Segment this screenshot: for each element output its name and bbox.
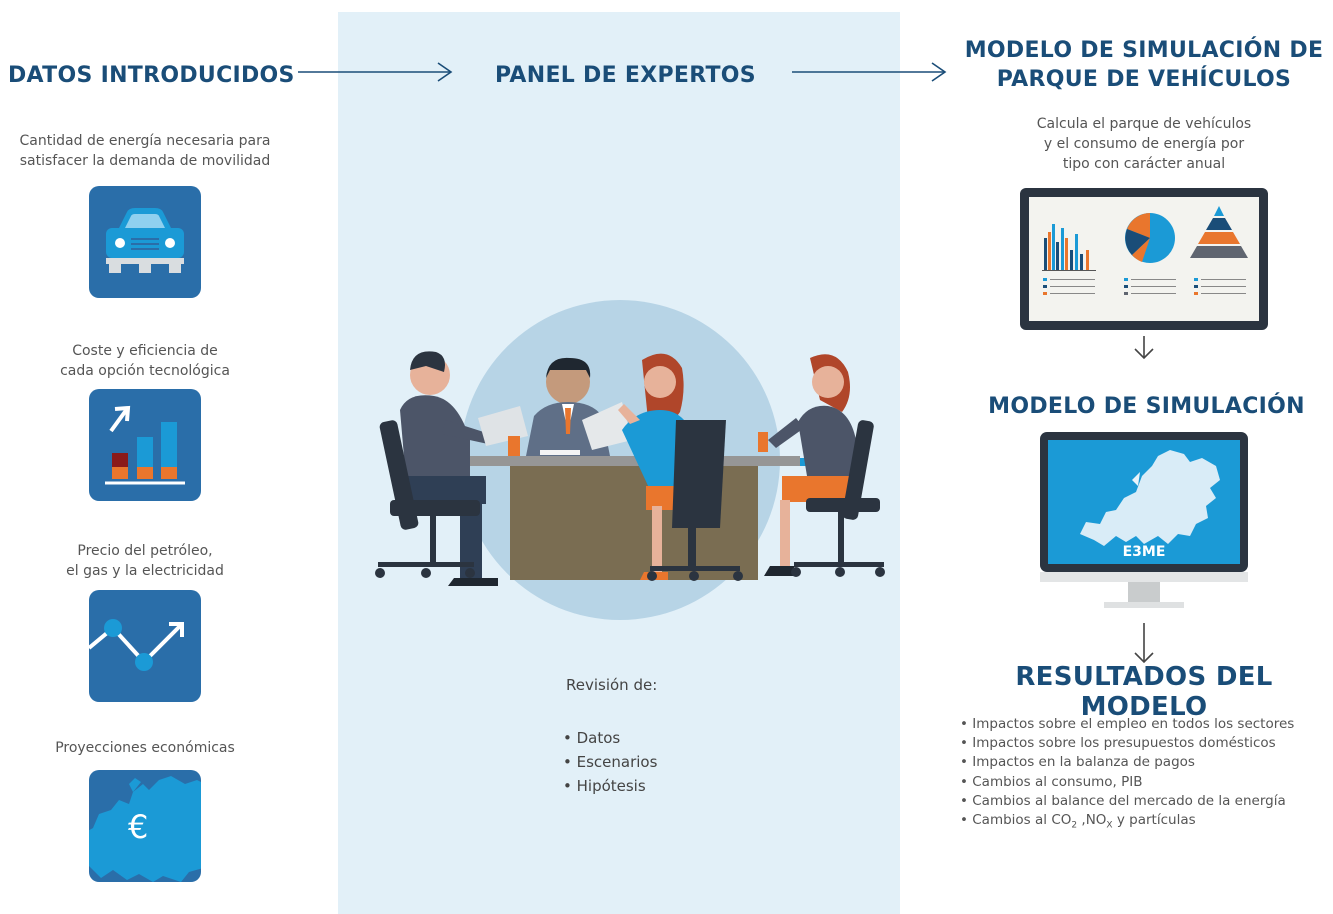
result-text: y partículas	[1112, 812, 1196, 829]
desc-line: y el consumo de energía por	[1043, 136, 1245, 152]
results-list: • Impactos sobre el empleo en todos los …	[960, 715, 1294, 836]
europe-euro-icon: €	[89, 770, 201, 882]
e3me-label: E3ME	[1122, 544, 1166, 560]
desc-line: satisfacer la demanda de movilidad	[19, 153, 271, 169]
subscript: 2	[1071, 820, 1078, 831]
bar-chart-icon	[89, 389, 201, 501]
desc-line: tipo con carácter anual	[1062, 156, 1226, 172]
desc-line: cada opción tecnológica	[60, 363, 230, 379]
expert-meeting-illustration	[375, 300, 885, 620]
input-item-energy-prices: Precio del petróleo, el gas y la electri…	[0, 541, 290, 581]
desc-line: Coste y eficiencia de	[72, 343, 218, 359]
result-item: • Impactos sobre el empleo en todos los …	[960, 716, 1295, 732]
review-title: Revisión de:	[566, 676, 658, 694]
result-item: • Cambios al balance del mercado de la e…	[960, 792, 1286, 809]
arrow-right-icon	[298, 62, 453, 82]
review-item: • Escenarios	[563, 753, 658, 771]
euro-symbol: €	[128, 808, 149, 846]
table-top	[470, 456, 800, 466]
desc-line: el gas y la electricidad	[66, 563, 224, 579]
result-text: • Cambios al CO	[960, 812, 1072, 829]
arrow-down-icon	[1134, 336, 1154, 360]
desc-line: Precio del petróleo,	[77, 543, 213, 559]
result-text: ,NO	[1077, 812, 1107, 829]
arrow-right-icon	[792, 62, 947, 82]
input-item-cost-efficiency: Coste y eficiencia de cada opción tecnol…	[0, 341, 290, 381]
result-item: • Impactos en la balanza de pagos	[960, 754, 1195, 771]
result-item: • Impactos sobre los presupuestos domést…	[960, 735, 1276, 752]
car-icon	[89, 186, 201, 298]
dashboard-monitor-icon	[1020, 188, 1268, 330]
fleet-model-description: Calcula el parque de vehículos y el cons…	[955, 114, 1333, 174]
fleet-model-title-line2: PARQUE DE VEHÍCULOS	[996, 67, 1292, 92]
input-item-energy-demand: Cantidad de energía necesaria para satis…	[0, 131, 290, 171]
arrow-down-icon	[1134, 623, 1154, 664]
expert-panel-title: PANEL DE EXPERTOS	[495, 63, 756, 88]
fleet-model-title: MODELO DE SIMULACIÓN DE PARQUE DE VEHÍCU…	[955, 36, 1333, 94]
subscript: X	[1106, 820, 1113, 831]
result-item-emissions: • Cambios al CO2 ,NOX y partículas	[960, 811, 1294, 836]
desc-line: Calcula el parque de vehículos	[1036, 116, 1252, 132]
desc-line: Cantidad de energía necesaria para	[19, 133, 271, 149]
fleet-model-title-line1: MODELO DE SIMULACIÓN DE	[964, 38, 1324, 63]
review-item: • Datos	[563, 729, 621, 747]
review-item: • Hipótesis	[563, 777, 646, 795]
e3me-monitor-icon	[1040, 432, 1248, 608]
simulation-model-title: MODELO DE SIMULACIÓN	[988, 394, 1305, 419]
review-list: • Datos • Escenarios • Hipótesis	[563, 726, 657, 798]
model-results-title: RESULTADOS DEL MODELO	[1015, 662, 1273, 722]
result-item: • Cambios al consumo, PIB	[960, 773, 1143, 790]
input-data-title: DATOS INTRODUCIDOS	[8, 63, 295, 88]
input-item-economic-projections: Proyecciones económicas	[55, 740, 235, 756]
line-chart-icon	[89, 590, 201, 702]
